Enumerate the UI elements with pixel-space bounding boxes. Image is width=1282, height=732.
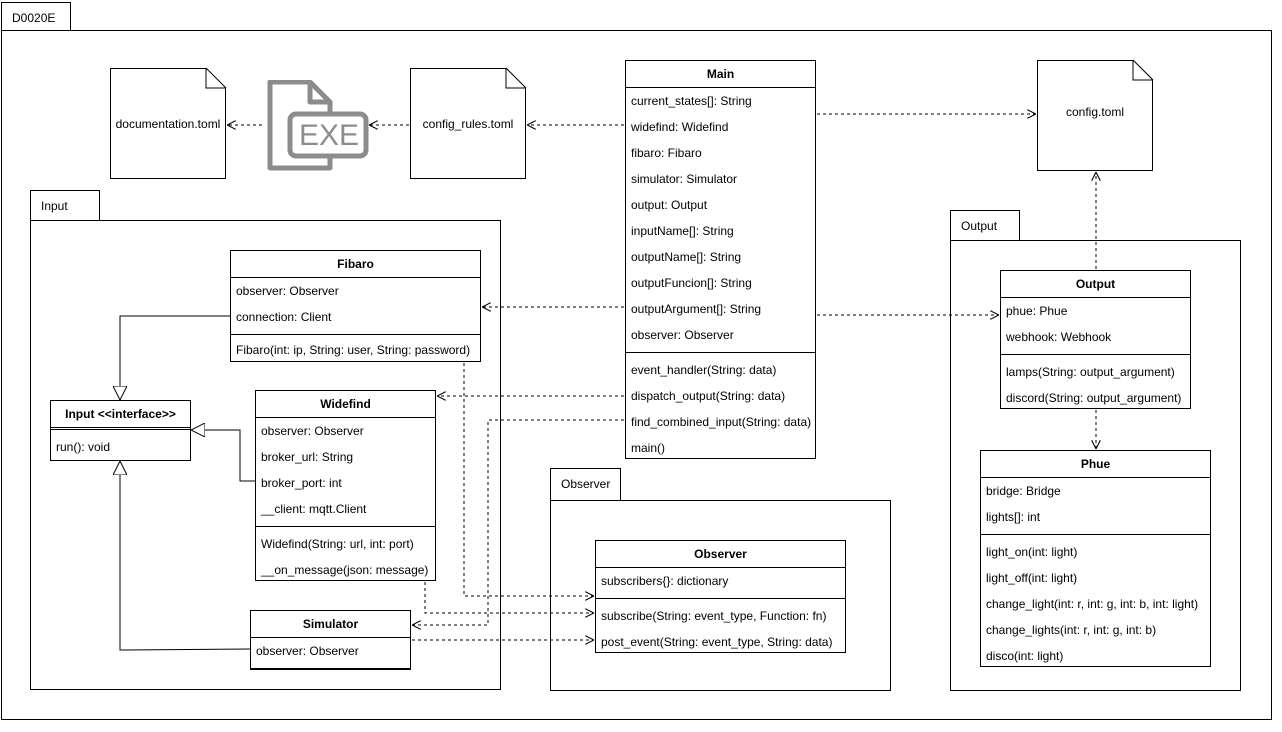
class-fibaro-attribute: connection: Client (236, 310, 332, 324)
class-output-method: lamps(String: output_argument) (1006, 365, 1175, 379)
class-main-attribute: fibaro: Fibaro (631, 146, 702, 160)
class-phue-attribute: lights[]: int (986, 510, 1041, 524)
class-observer-method: subscribe(String: event_type, Function: … (601, 609, 827, 623)
class-main-attribute: current_states[]: String (631, 94, 752, 108)
class-widefind-attribute: broker_url: String (261, 450, 354, 464)
package-label-observer: Observer (561, 477, 611, 491)
class-widefind-attribute: broker_port: int (261, 476, 342, 490)
class-simulator: Simulator observer: Observer (250, 610, 411, 670)
class-widefind-name: Widefind (256, 391, 435, 418)
package-label-input: Input (41, 199, 68, 213)
class-output-name: Output (1001, 271, 1190, 298)
class-phue-method: change_lights(int: r, int: g, int: b) (986, 623, 1157, 637)
diagram-title-tab: D0020E (1, 2, 71, 31)
class-main-attribute: outputFuncion[]: String (631, 276, 752, 290)
class-widefind-attribute: __client: mqtt.Client (261, 502, 367, 516)
file-config-rules-label: config_rules.toml (422, 116, 514, 131)
class-main-attribute: observer: Observer (631, 328, 734, 342)
class-observer-method: post_event(String: event_type, String: d… (601, 635, 833, 649)
file-config: config.toml (1037, 60, 1153, 171)
class-fibaro-attribute: observer: Observer (236, 284, 339, 298)
class-main-attribute: inputName[]: String (631, 224, 734, 238)
class-input-interface-method: run(): void (56, 440, 111, 454)
class-main-method: event_handler(String: data) (631, 363, 777, 377)
file-documentation: documentation.toml (110, 68, 226, 179)
file-config-rules: config_rules.toml (410, 68, 526, 179)
class-main-attribute: simulator: Simulator (631, 172, 738, 186)
package-label-output: Output (961, 219, 998, 233)
exe-file-icon: EXE (264, 79, 370, 172)
package-tab-input: Input (30, 190, 100, 221)
class-main-attribute: outputName[]: String (631, 250, 742, 264)
class-widefind: Widefind observer: Observer broker_url: … (255, 390, 436, 581)
file-config-label: config.toml (1065, 104, 1125, 119)
class-output-attribute: phue: Phue (1006, 304, 1068, 318)
file-documentation-label: documentation.toml (115, 116, 221, 131)
class-main: Main current_states[]: String widefind: … (625, 60, 816, 459)
exe-icon-label: EXE (298, 119, 360, 152)
class-phue-attribute: bridge: Bridge (986, 484, 1061, 498)
class-phue-method: change_light(int: r, int: g, int: b, int… (986, 597, 1199, 611)
class-output-attribute: webhook: Webhook (1006, 330, 1112, 344)
class-simulator-attribute: observer: Observer (256, 644, 359, 658)
class-main-method: dispatch_output(String: data) (631, 389, 786, 403)
diagram-title: D0020E (12, 11, 56, 25)
class-phue: Phue bridge: Bridge lights[]: int light_… (980, 450, 1211, 667)
class-phue-method: light_on(int: light) (986, 545, 1078, 559)
class-fibaro-name: Fibaro (231, 251, 480, 278)
class-widefind-method: __on_message(json: message) (261, 563, 429, 577)
class-phue-method: light_off(int: light) (986, 571, 1078, 585)
package-tab-observer: Observer (550, 468, 621, 501)
class-phue-name: Phue (981, 451, 1210, 478)
class-simulator-name: Simulator (251, 611, 410, 638)
class-output-method: discord(String: output_argument) (1006, 391, 1182, 405)
package-tab-output: Output (950, 210, 1020, 241)
class-phue-method: disco(int: light) (986, 649, 1064, 663)
class-output: Output phue: Phue webhook: Webhook lamps… (1000, 270, 1191, 409)
class-widefind-attribute: observer: Observer (261, 424, 364, 438)
class-fibaro: Fibaro observer: Observer connection: Cl… (230, 250, 481, 362)
class-main-name: Main (626, 61, 815, 88)
exe-file-graphic (267, 79, 369, 171)
class-main-method: find_combined_input(String: data) (631, 415, 812, 429)
class-main-method: main() (631, 441, 666, 455)
class-fibaro-method: Fibaro(int: ip, String: user, String: pa… (236, 343, 471, 357)
class-main-attribute: widefind: Widefind (631, 120, 729, 134)
class-input-interface: Input <<interface>> run(): void (50, 400, 191, 461)
class-observer-attribute: subscribers{}: dictionary (601, 574, 729, 588)
class-main-attribute: outputArgument[]: String (631, 302, 762, 316)
class-observer: Observer subscribers{}: dictionary subsc… (595, 540, 846, 653)
class-input-interface-name: Input <<interface>> (51, 401, 190, 430)
class-observer-name: Observer (596, 541, 845, 568)
class-widefind-method: Widefind(String: url, int: port) (261, 537, 414, 551)
class-main-attribute: output: Output (631, 198, 708, 212)
